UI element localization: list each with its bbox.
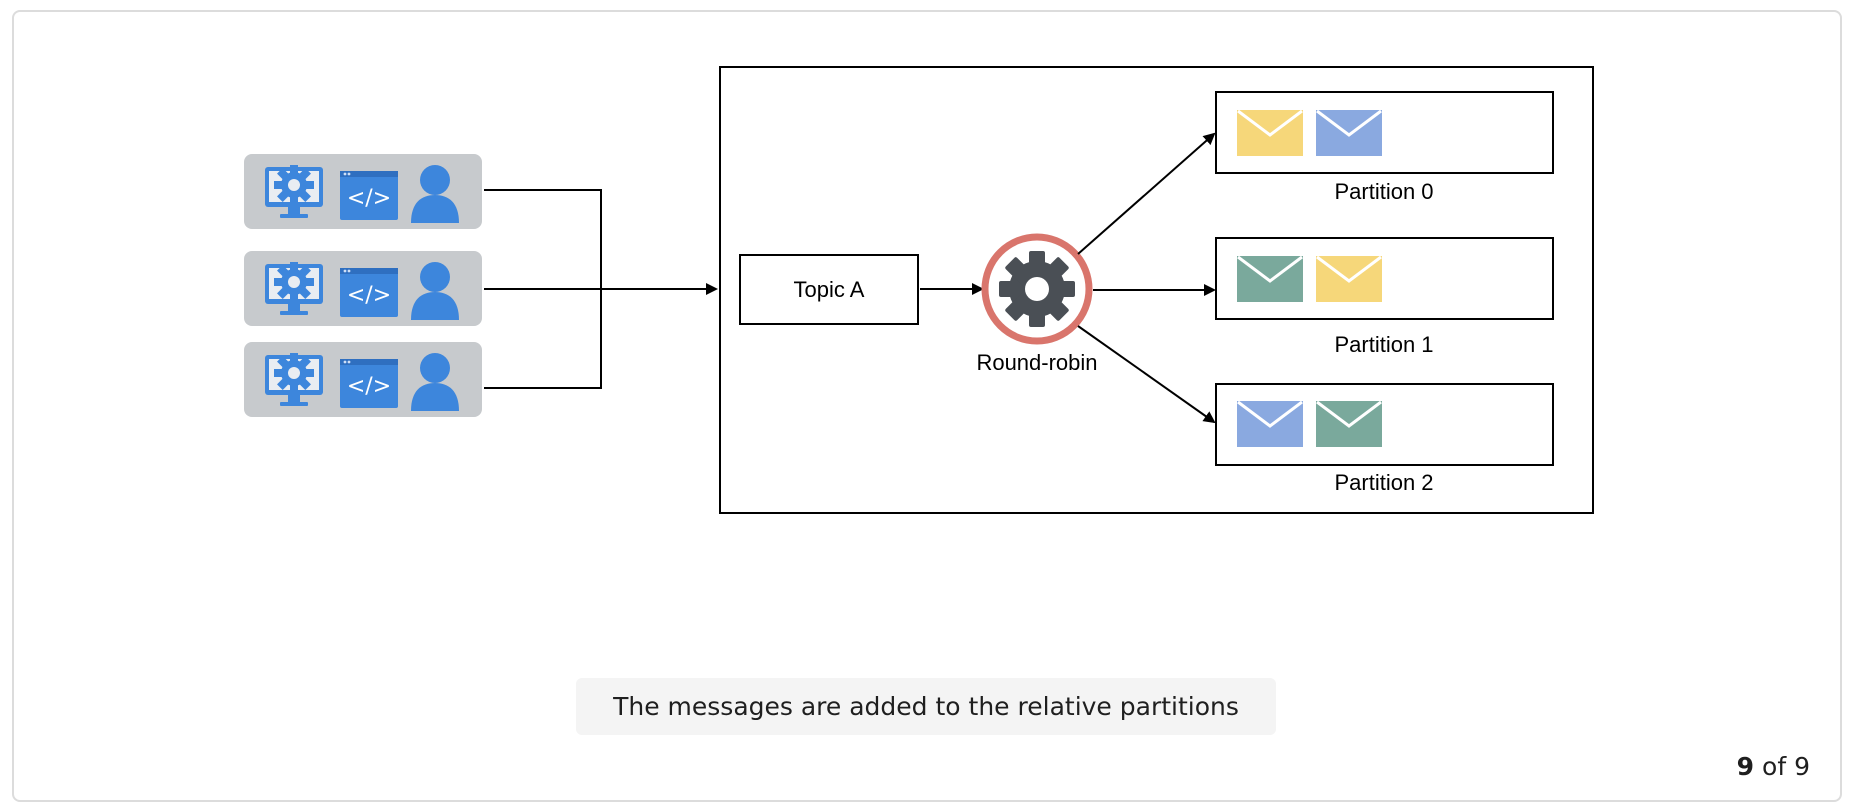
message-envelope-icon bbox=[1316, 109, 1382, 156]
code-window-icon bbox=[340, 268, 398, 317]
code-window-icon bbox=[340, 171, 398, 220]
partition-0: Partition 0 bbox=[1215, 91, 1554, 204]
producer-group-2 bbox=[244, 251, 482, 326]
message-envelope-icon bbox=[1237, 255, 1303, 302]
partition-1: Partition 1 bbox=[1215, 237, 1554, 357]
slide-pager: 9 of 9 bbox=[1737, 752, 1810, 781]
slide-caption: The messages are added to the relative p… bbox=[576, 678, 1276, 735]
pager-separator: of bbox=[1762, 752, 1787, 781]
gear-icon bbox=[999, 251, 1075, 327]
producer-connectors bbox=[484, 189, 718, 389]
message-envelope-icon bbox=[1316, 255, 1382, 302]
partition-label: Partition 1 bbox=[1334, 332, 1433, 357]
pager-current: 9 bbox=[1736, 752, 1755, 781]
message-envelope-icon bbox=[1237, 400, 1303, 447]
message-envelope-icon bbox=[1316, 400, 1382, 447]
pager-total: 9 bbox=[1794, 752, 1810, 781]
topic-box bbox=[739, 254, 919, 325]
partition-2: Partition 2 bbox=[1215, 383, 1554, 495]
router-to-partition-arrows bbox=[1077, 132, 1216, 424]
partition-label: Partition 2 bbox=[1334, 470, 1433, 495]
producer-group-1 bbox=[244, 154, 482, 229]
topic-label: Topic A bbox=[794, 277, 865, 302]
round-robin-router bbox=[981, 233, 1093, 345]
topic-container bbox=[719, 66, 1594, 514]
router-label: Round-robin bbox=[976, 350, 1097, 375]
producer-group-3 bbox=[244, 342, 482, 417]
caption-text: The messages are added to the relative p… bbox=[613, 692, 1239, 721]
message-envelope-icon bbox=[1237, 109, 1303, 156]
code-window-icon bbox=[340, 359, 398, 408]
partition-label: Partition 0 bbox=[1334, 179, 1433, 204]
